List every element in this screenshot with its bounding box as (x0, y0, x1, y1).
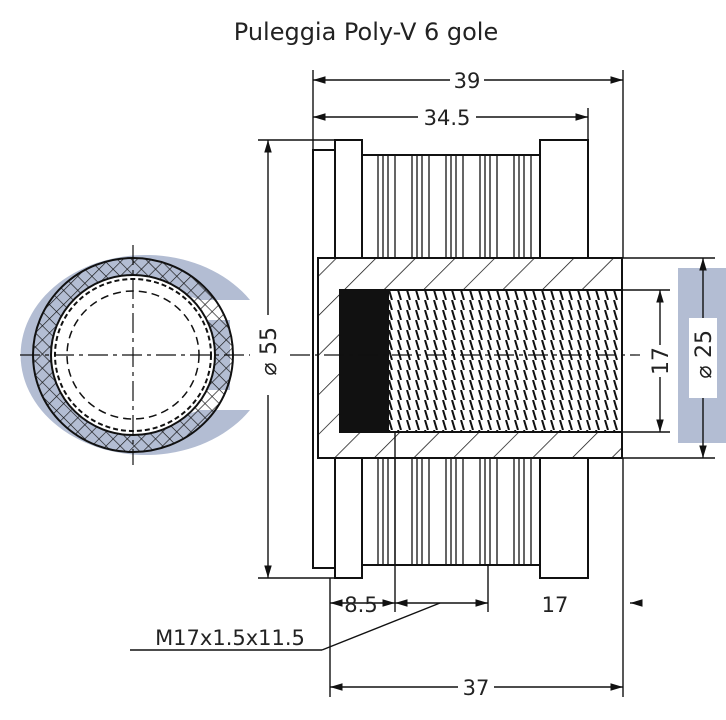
dim-overall-length: 39 (454, 69, 481, 93)
end-view (20, 245, 250, 465)
drawing-title: Puleggia Poly-V 6 gole (234, 18, 498, 46)
dimension-labels: 39 34.5 ⌀ 55 ⌀ 25 17 8.5 17 M17x1.5x11.5… (155, 68, 717, 700)
diameter-symbol-55: ⌀ (257, 362, 282, 375)
dim-flange-offset: 8.5 (344, 593, 377, 617)
dim-outer-diameter: 55 (257, 327, 282, 355)
dim-hub-diameter: 25 (692, 330, 717, 358)
diameter-symbol-25: ⌀ (692, 365, 717, 378)
side-view (290, 139, 640, 579)
dim-bore: 17 (649, 347, 674, 375)
thread-spec: M17x1.5x11.5 (155, 626, 305, 650)
dim-thread-length: 17 (542, 593, 569, 617)
dim-pulley-width: 34.5 (424, 106, 471, 130)
dim-body-length: 37 (463, 676, 490, 700)
